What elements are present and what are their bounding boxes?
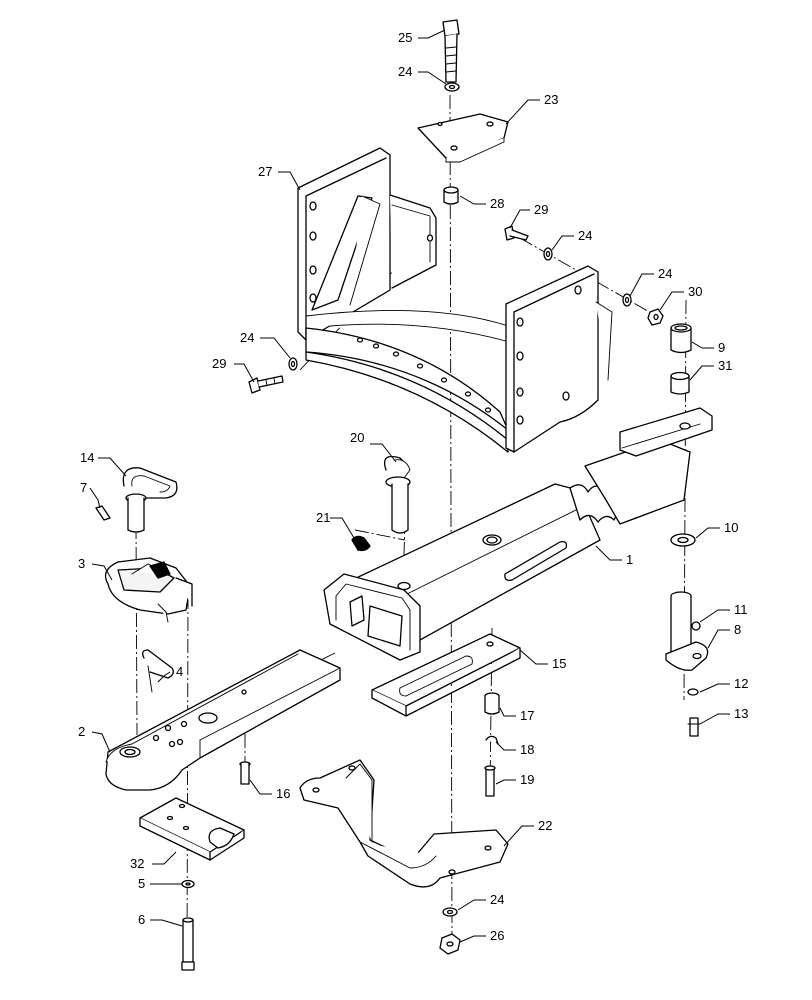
callout-24: 24 [398,64,412,79]
callout-10: 10 [724,520,738,535]
callout-29: 29 [534,202,548,217]
callout-27: 27 [258,164,272,179]
part-26-nut [439,933,461,955]
part-15-slide-plate [371,633,521,717]
part-24-washer-left [288,357,298,371]
callout-29: 29 [212,356,226,371]
callout-labels: 25 24 23 27 28 29 24 24 30 24 29 9 31 20… [78,30,748,943]
callout-8: 8 [734,622,741,637]
callout-17: 17 [520,708,534,723]
part-21-clip [351,535,371,552]
part-31-bushing [670,371,690,395]
callout-21: 21 [316,510,330,525]
part-25-bolt [442,19,460,83]
callout-22: 22 [538,818,552,833]
callout-19: 19 [520,772,534,787]
part-19-bolt [484,765,496,797]
callout-2: 2 [78,724,85,739]
callout-23: 23 [544,92,558,107]
part-24-washer-bottom [442,907,458,917]
callout-7: 7 [80,480,87,495]
callout-15: 15 [552,656,566,671]
part-24-washer-right-b [622,293,632,307]
part-16-bolt [239,761,251,785]
callout-11: 11 [734,602,748,617]
part-32-plate [139,797,245,861]
part-24-washer-right-a [543,247,553,261]
part-9-bushing [670,323,692,354]
part-4-spring-clip [142,649,174,693]
part-14-handle-pin [122,467,178,533]
callout-1: 1 [626,552,633,567]
callout-16: 16 [276,786,290,801]
part-2-drawbar [105,649,341,791]
callout-3: 3 [78,556,85,571]
callout-18: 18 [520,742,534,757]
callout-20: 20 [350,430,364,445]
leader-lines [89,29,730,943]
part-11-cap [691,621,701,631]
part-24-washer-top [444,82,460,92]
part-28-sleeve [443,186,459,205]
part-20-lock-pin [383,455,411,534]
callout-6: 6 [138,912,145,927]
callout-14: 14 [80,450,94,465]
part-5-washer [181,879,195,889]
part-30-nut [647,308,664,326]
part-29-bolt-upper [504,225,529,241]
part-7-small-bolt [95,505,111,521]
part-6-bolt [181,917,195,971]
callout-25: 25 [398,30,412,45]
part-12-washer [687,688,699,696]
callout-28: 28 [490,196,504,211]
part-23-top-plate [417,113,509,163]
callout-31: 31 [718,358,732,373]
callout-24: 24 [240,330,254,345]
callout-24: 24 [658,266,672,281]
callout-4: 4 [176,664,183,679]
part-3-clevis [104,557,193,623]
callout-24: 24 [578,228,592,243]
part-18-clip [485,735,499,745]
part-10-washer [670,533,696,547]
callout-30: 30 [688,284,702,299]
part-17-sleeve [484,692,500,715]
callout-9: 9 [718,340,725,355]
callout-12: 12 [734,676,748,691]
callout-5: 5 [138,876,145,891]
callout-13: 13 [734,706,748,721]
callout-26: 26 [490,928,504,943]
part-1-drawbar-frame [323,407,713,661]
callout-32: 32 [130,856,144,871]
part-13-bolt [687,717,701,737]
part-22-lower-bracket [299,759,509,888]
part-27-hitch-frame [297,147,613,453]
callout-24: 24 [490,892,504,907]
part-29-bolt-lower [248,375,284,394]
part-8-tab-pin [665,591,709,671]
